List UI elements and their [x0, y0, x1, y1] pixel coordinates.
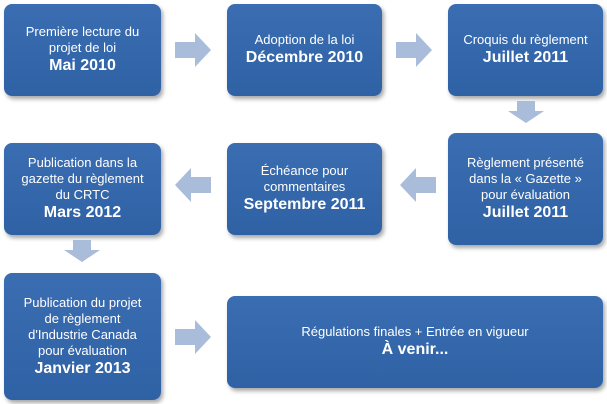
arrow-right-icon — [175, 33, 211, 67]
step-5-line-2: commentaires — [263, 179, 346, 194]
step-box-5: Échéance pour commentaires Septembre 201… — [227, 143, 382, 235]
step-5-date: Septembre 2011 — [243, 196, 366, 213]
step-6-line-1: Publication dans la — [27, 155, 138, 170]
arrow-down-icon — [508, 101, 544, 123]
step-7-line-4: pour évaluation — [38, 342, 127, 358]
step-3-line-1: Croquis du règlement — [463, 32, 588, 47]
step-7-line-2: de règlement — [44, 310, 121, 326]
arrow-left-icon — [400, 168, 436, 202]
step-box-2: Adoption de la loi Décembre 2010 — [227, 4, 382, 96]
arrow-right-icon — [175, 320, 211, 354]
step-3-date: Juillet 2011 — [482, 49, 569, 66]
step-box-3: Croquis du règlement Juillet 2011 — [448, 4, 603, 96]
step-box-4: Règlement présenté dans la « Gazette » p… — [448, 133, 603, 245]
step-4-line-2: dans la « Gazette » — [469, 171, 582, 186]
step-7-date: Janvier 2013 — [34, 359, 131, 377]
step-1-date: Mai 2010 — [49, 57, 116, 74]
step-6-line-2: gazette du règlement — [21, 171, 144, 186]
step-4-date: Juillet 2011 — [482, 204, 569, 221]
arrow-left-icon — [175, 168, 211, 202]
step-box-1: Première lecture du projet de loi Mai 20… — [4, 4, 161, 96]
step-4-line-3: pour évaluation — [481, 187, 570, 202]
step-2-line-1: Adoption de la loi — [254, 32, 355, 47]
step-8-line-1: Régulations finales + Entrée en vigueur — [301, 324, 529, 339]
step-4-line-1: Règlement présenté — [466, 155, 585, 170]
arrow-down-icon — [64, 240, 100, 262]
step-box-8: Régulations finales + Entrée en vigueur … — [227, 296, 603, 388]
step-6-line-3: du CRTC — [55, 187, 110, 202]
step-6-date: Mars 2012 — [43, 204, 122, 221]
arrow-right-icon — [396, 33, 432, 67]
step-7-line-3: d'Industrie Canada — [28, 326, 137, 342]
step-box-7: Publication du projet de règlement d'Ind… — [4, 273, 161, 400]
step-box-6: Publication dans la gazette du règlement… — [4, 143, 161, 235]
step-2-date: Décembre 2010 — [245, 49, 364, 66]
step-1-line-1: Première lecture du — [25, 24, 140, 39]
step-1-line-2: projet de loi — [48, 40, 117, 55]
step-8-date: À venir... — [381, 341, 449, 358]
step-7-line-1: Publication du projet — [23, 294, 142, 310]
step-5-line-1: Échéance pour — [260, 163, 349, 178]
